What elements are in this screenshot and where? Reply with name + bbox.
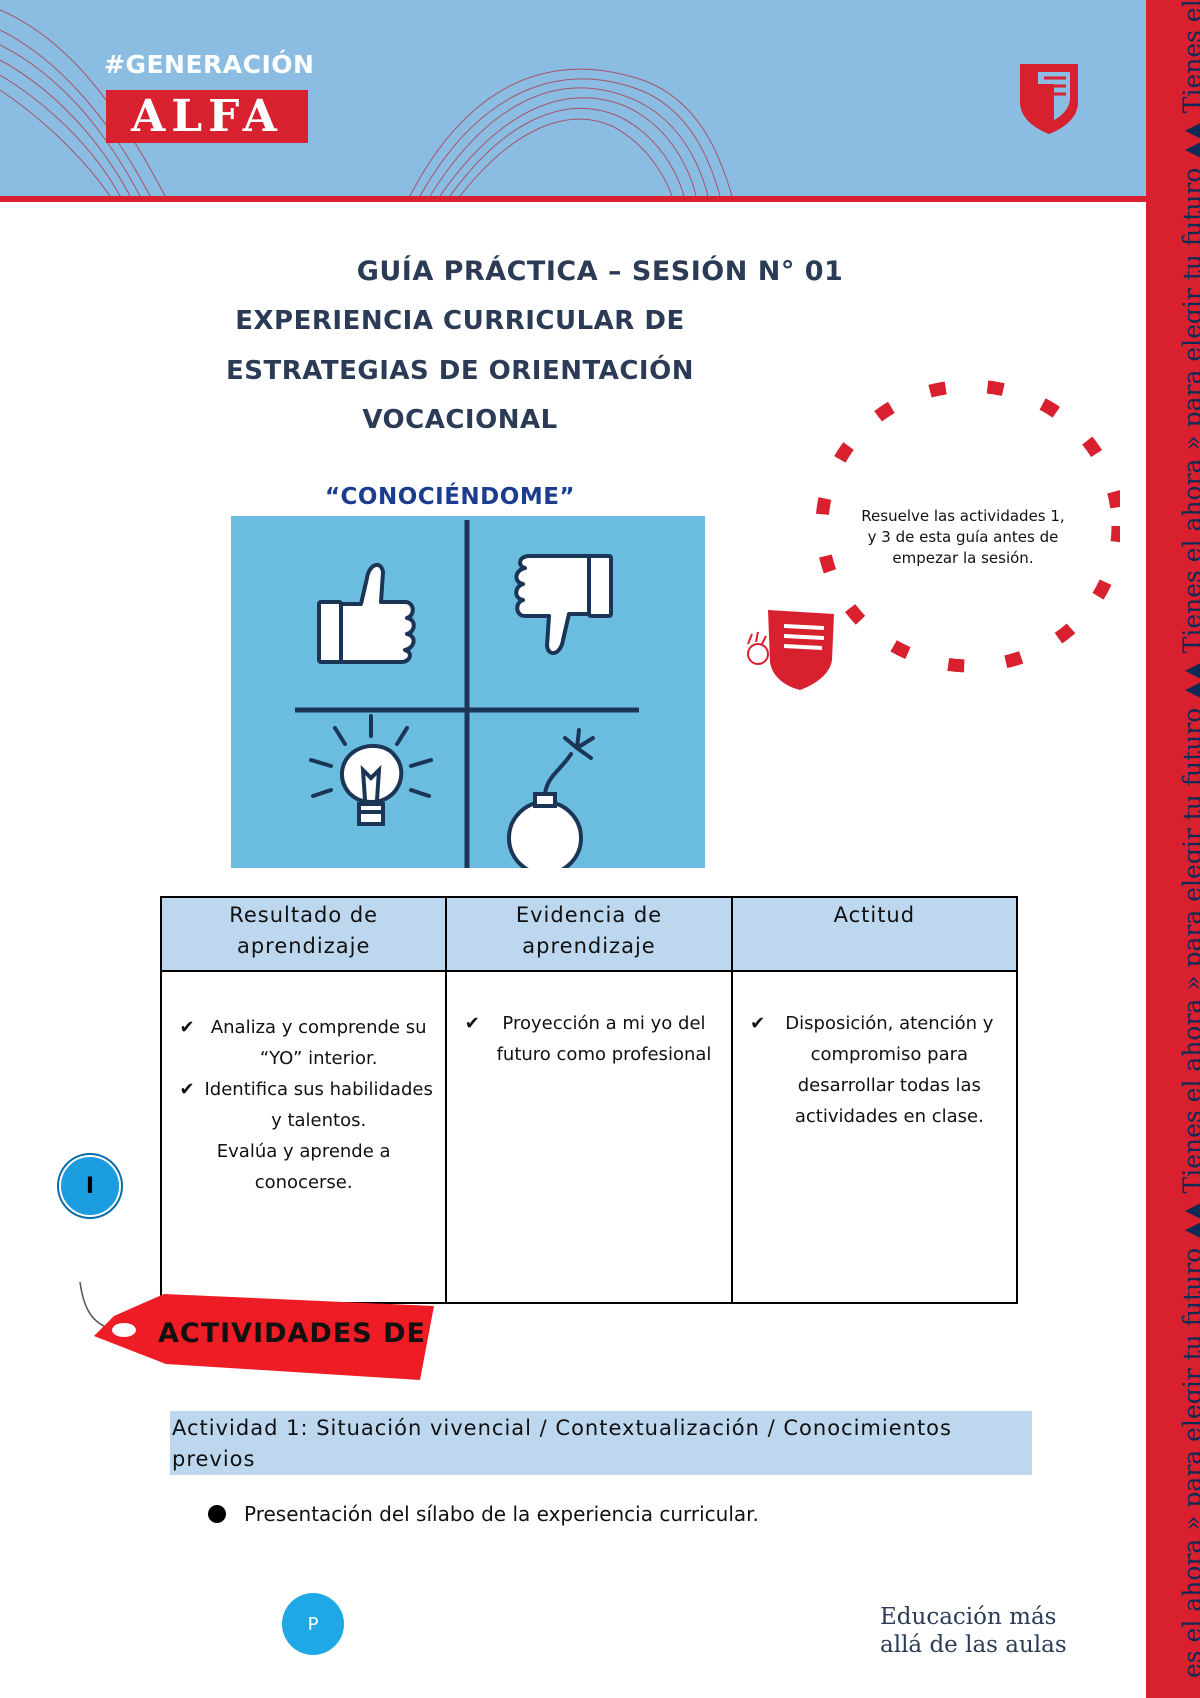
session-motto: “CONOCIÉNDOME”: [324, 484, 576, 510]
page-title: GUÍA PRÁCTICA – SESIÓN N° 01: [356, 256, 844, 287]
subtitle-line-2: ESTRATEGIAS DE ORIENTACIÓN: [226, 356, 694, 386]
note-line-3: empezar la sesión.: [892, 549, 1034, 567]
table-row: ✔ Analiza y comprende su “YO” interior. …: [159, 970, 1019, 1304]
checkmark-icon: ✔: [179, 1017, 195, 1038]
learning-evidence-cell: ✔ Proyección a mi yo del futuro como pro…: [445, 970, 733, 1304]
bullet-dot-icon: [208, 1505, 226, 1523]
header-learning-evidence: Evidencia de aprendizaje: [445, 896, 733, 972]
subtitle-line-3: VOCACIONAL: [362, 405, 558, 435]
checkmark-icon: ✔: [464, 1013, 480, 1034]
side-slogan-band: es el ahora » para elegir tu futuro ▲▲ T…: [1146, 0, 1200, 1698]
section-marker-i: I: [59, 1155, 121, 1217]
result-item-3: Evalúa y aprende a conocerse.: [216, 1141, 391, 1193]
list-item: ✔ Disposición, atención y compromiso par…: [743, 1008, 1006, 1132]
banner-divider: [0, 196, 1146, 202]
instruction-note: Resuelve las actividades 1, y 3 de esta …: [848, 506, 1078, 569]
activity-1-bullet: Presentación del sílabo de la experienci…: [244, 1502, 759, 1526]
footer-slogan-line-1: Educación más: [880, 1604, 1057, 1630]
header-learning-result: Resultado de aprendizaje: [159, 896, 448, 972]
thumbs-down-icon: [514, 554, 613, 656]
shield-mascot-icon: [747, 610, 834, 690]
evidence-item-1: Proyección a mi yo del futuro como profe…: [496, 1013, 712, 1065]
activities-tag-label: ACTIVIDADES DE: [158, 1318, 426, 1349]
result-item-1: Analiza y comprende su “YO” interior.: [210, 1017, 427, 1069]
side-slogan-text: es el ahora » para elegir tu futuro ▲▲ T…: [1178, 0, 1200, 1678]
attitude-item-1: Disposición, atención y compromiso para …: [785, 1013, 994, 1127]
swot-quadrant-image: [231, 516, 705, 876]
footer-slogan: Educación más allá de las aulas: [880, 1603, 1100, 1659]
university-shield-logo: [1020, 64, 1078, 134]
checkmark-icon: ✔: [179, 1079, 195, 1100]
list-item: Presentación del sílabo de la experienci…: [208, 1502, 759, 1526]
checkmark-icon: ✔: [750, 1013, 766, 1034]
bomb-icon: [507, 728, 595, 876]
attitude-cell: ✔ Disposición, atención y compromiso par…: [730, 970, 1019, 1304]
decorative-waves: [0, 9, 733, 196]
lightbulb-icon: [309, 714, 433, 826]
result-item-2: Identifica sus habilidades y talentos.: [204, 1079, 433, 1131]
dashed-circle-frame: [815, 379, 1120, 673]
footer-slogan-line-2: allá de las aulas: [880, 1632, 1067, 1658]
thumbs-up-icon: [317, 562, 416, 664]
alfa-brand-box: ALFA: [106, 90, 308, 143]
page-marker: P: [282, 1593, 344, 1655]
activities-tag-shape: [79, 1281, 434, 1380]
subtitle-line-1: EXPERIENCIA CURRICULAR DE: [235, 306, 685, 336]
note-line-2: y 3 de esta guía antes de: [867, 528, 1059, 546]
header-banner: #GENERACIÓN ALFA: [0, 0, 1146, 196]
list-item: ✔ Proyección a mi yo del futuro como pro…: [457, 1008, 720, 1070]
learning-result-cell: ✔ Analiza y comprende su “YO” interior. …: [159, 970, 448, 1304]
table-header-row: Resultado de aprendizaje Evidencia de ap…: [159, 896, 1019, 972]
note-line-1: Resuelve las actividades 1,: [861, 507, 1065, 525]
learning-outcomes-table: Resultado de aprendizaje Evidencia de ap…: [159, 896, 1019, 1304]
brand-name: ALFA: [131, 91, 283, 142]
generation-hashtag: #GENERACIÓN: [104, 50, 315, 79]
list-item: ✔ Analiza y comprende su “YO” interior.: [172, 1012, 435, 1074]
header-attitude: Actitud: [730, 896, 1019, 972]
activity-1-heading: Actividad 1: Situación vivencial / Conte…: [170, 1411, 1032, 1475]
list-item: ✔ Identifica sus habilidades y talentos.: [172, 1074, 435, 1136]
